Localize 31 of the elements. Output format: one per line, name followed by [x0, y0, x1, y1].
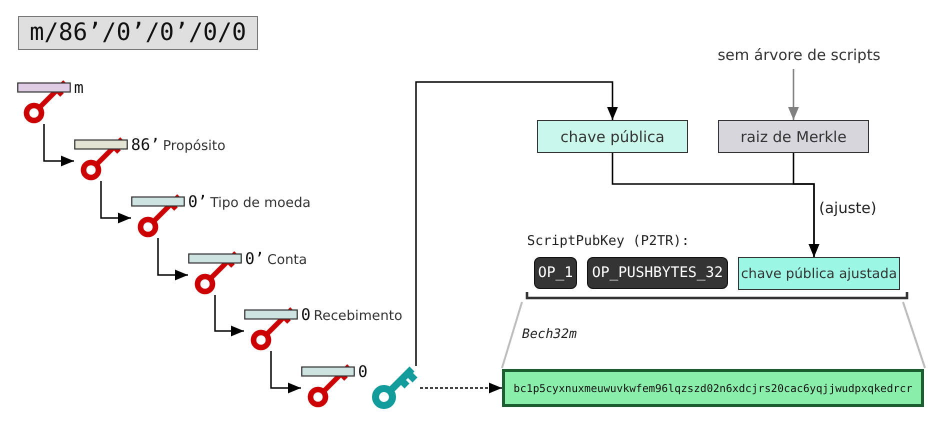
path-index: 0’: [188, 193, 208, 211]
arrow: [214, 295, 244, 336]
arrow: [415, 81, 618, 366]
arrow: [43, 124, 74, 166]
level-label: Conta: [267, 251, 308, 269]
level-label: Propósito: [162, 137, 226, 155]
key-icon: [372, 366, 420, 410]
arrow: [792, 153, 820, 257]
path-index: 0: [358, 363, 368, 381]
edge-label: (ajuste): [819, 199, 876, 217]
path-title: m/86’/0’/0’/0/0: [18, 16, 258, 50]
public-key-box: chave pública: [537, 120, 688, 153]
path-index: 0’: [245, 250, 264, 268]
arrow: [100, 181, 131, 224]
arrow: [788, 69, 799, 120]
encoding-label: Bech32m: [522, 326, 577, 343]
script-heading: ScriptPubKey (P2TR):: [527, 233, 690, 250]
arrow: [157, 238, 188, 280]
merkle-root-box: raiz de Merkle: [718, 120, 869, 153]
opcode-box: OP_PUSHBYTES_32: [587, 257, 728, 289]
level-label: Recebimento: [314, 307, 402, 325]
path-index: m: [74, 79, 84, 97]
arrow: [270, 351, 301, 394]
dashed-arrow: [420, 382, 502, 394]
path-index: 0: [301, 306, 311, 324]
opcode-box: OP_1: [534, 257, 577, 289]
address-box: bc1p5cyxnuxmeuwuvkwfem96lqzszd02n6xdcjrs20cac6yqjjwudpxqkedrcr: [502, 369, 924, 407]
level-label: Tipo de moeda: [210, 194, 311, 212]
path-index: 86’: [131, 136, 160, 154]
annotation-text: sem árvore de scripts: [718, 46, 880, 64]
tweaked-key-box: chave pública ajustada: [738, 257, 900, 290]
